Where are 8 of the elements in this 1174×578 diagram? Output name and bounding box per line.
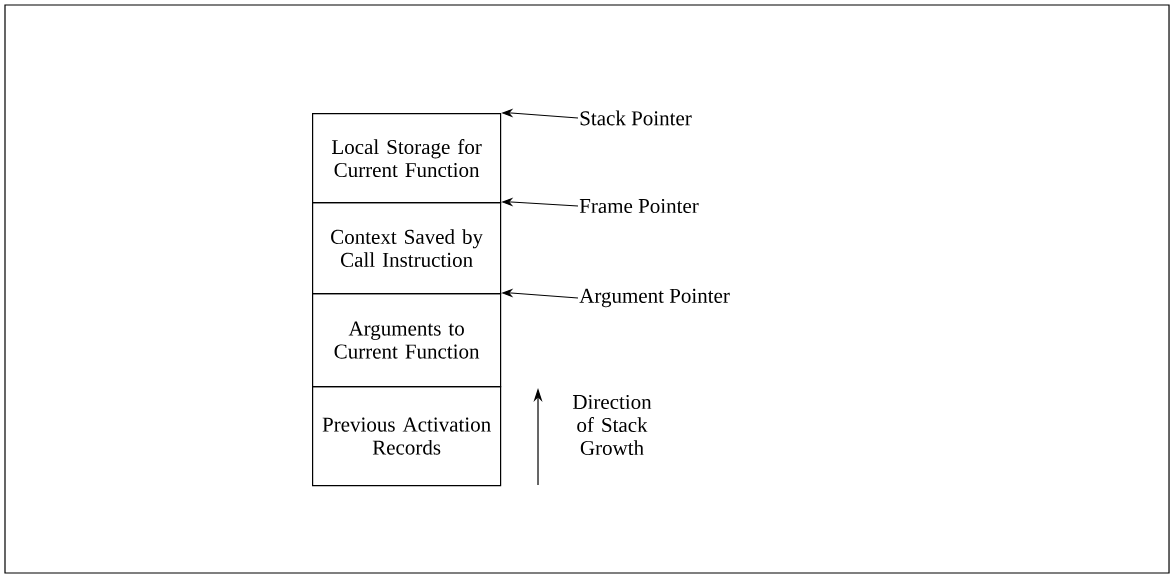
pointer-label: Stack Pointer: [580, 110, 692, 126]
pointer-label: Frame Pointer: [579, 198, 699, 214]
stack-frame-box: Context Saved by Call Instruction: [312, 202, 502, 295]
stack-frame-box: Arguments to Current Function: [312, 293, 502, 388]
direction-label: Direction of Stack Growth: [572, 394, 652, 456]
stack-frame-box: Previous Activation Records: [312, 386, 502, 487]
pointer-label: Argument Pointer: [579, 288, 730, 308]
stack-frame-box: Local Storage for Current Function: [312, 113, 502, 204]
